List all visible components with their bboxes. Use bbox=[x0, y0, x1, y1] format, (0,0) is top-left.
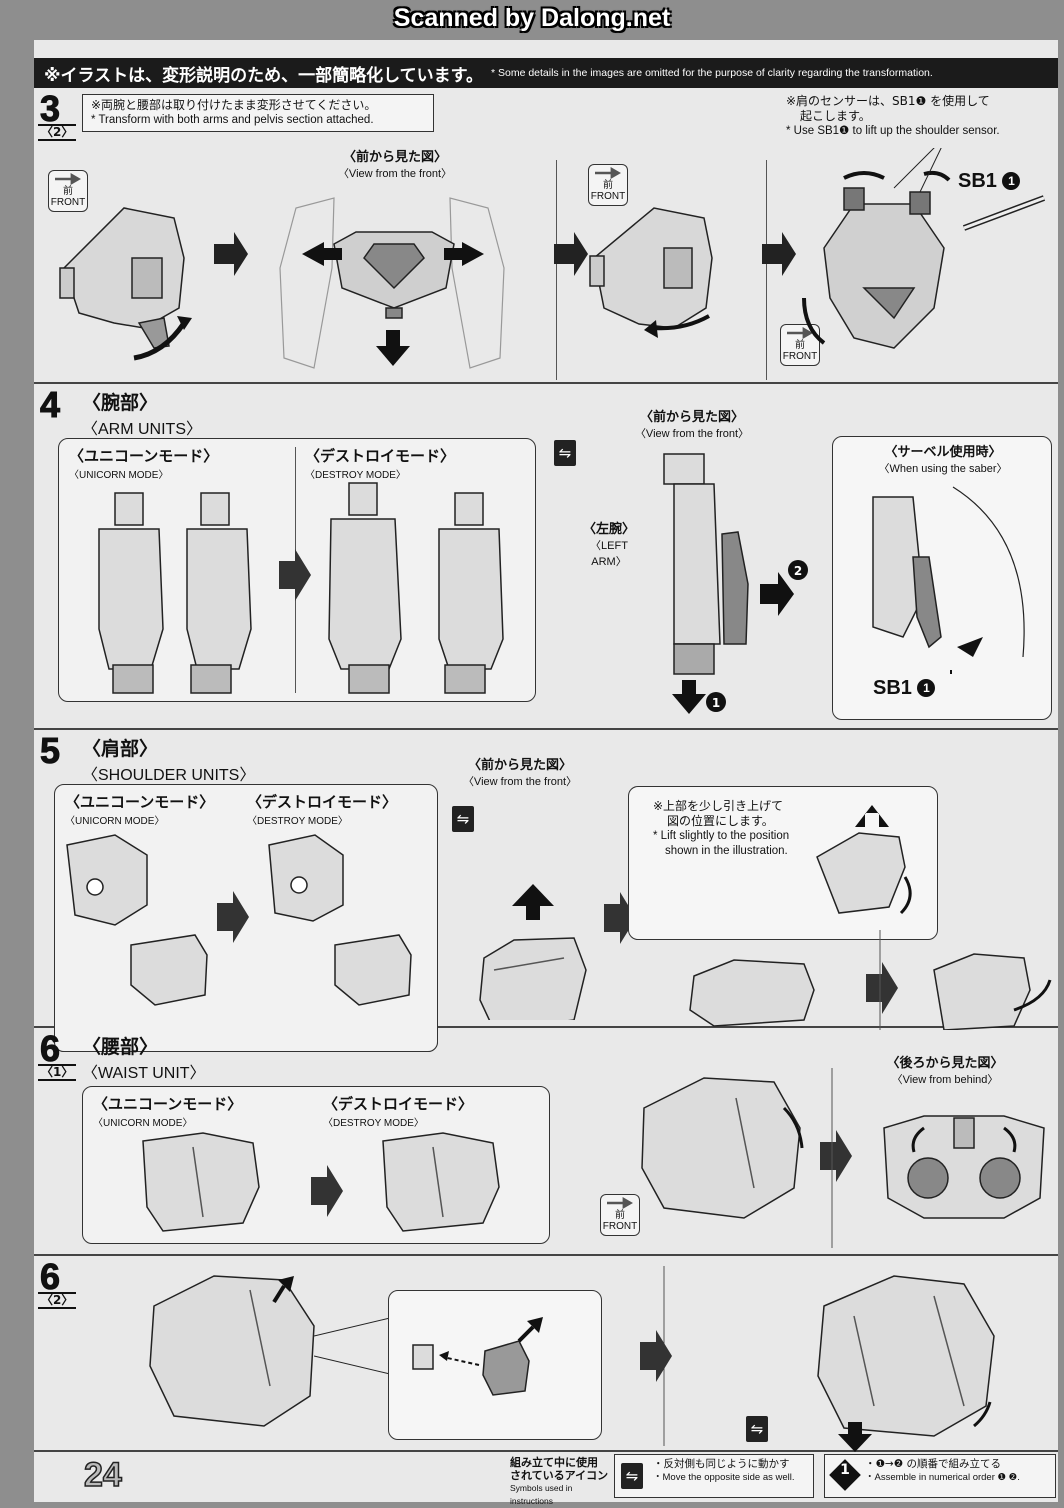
view-front-label: 〈前から見た図〉 〈View from the front〉 bbox=[330, 146, 460, 181]
step-6-1-waist-section: 6 〈1〉 〈腰部〉 〈WAIST UNIT〉 〈ユニコーンモード〉 〈UNIC… bbox=[34, 1028, 1058, 1256]
saber-use-box: 〈サーベル使用時〉 〈When using the saber〉 SB1 1 bbox=[832, 436, 1052, 720]
step-divider bbox=[766, 160, 767, 380]
step-divider bbox=[556, 160, 557, 380]
lift-note-en1: * Lift slightly to the position bbox=[653, 830, 790, 842]
mirror-side-icon: ⇋ bbox=[621, 1463, 643, 1489]
lift-detail-illustration bbox=[816, 805, 912, 915]
shoulder-mode-comparison-box: 〈ユニコーンモード〉 〈UNICORN MODE〉 〈デストロイモード〉 〈DE… bbox=[54, 784, 438, 1052]
tool-sb1-label: SB1 1 bbox=[873, 677, 936, 700]
step-number: 6 bbox=[39, 1256, 61, 1297]
section-title-en: 〈ARM UNITS〉 bbox=[82, 421, 203, 438]
step-4-arm-section: 4 〈腕部〉 〈ARM UNITS〉 〈ユニコーンモード〉 〈UNICORN M… bbox=[34, 384, 1058, 730]
unicorn-mode-label: 〈ユニコーンモード〉 〈UNICORN MODE〉 bbox=[93, 1095, 243, 1129]
destroy-mode-label: 〈デストロイモード〉 〈DESTROY MODE〉 bbox=[323, 1095, 474, 1129]
svg-text:1: 1 bbox=[712, 696, 720, 710]
lift-note: ※上部を少し引き上げて 図の位置にします。 * Lift slightly to… bbox=[653, 799, 853, 859]
substep-number: 2 bbox=[53, 125, 62, 139]
mirror-side-icon: ⇋ bbox=[746, 1416, 768, 1442]
waist-transform-illustration bbox=[641, 1068, 1045, 1248]
substep-number: 2 bbox=[53, 1293, 62, 1307]
lift-note-jp1: ※上部を少し引き上げて bbox=[653, 799, 784, 813]
sensor-note-jp1: ※肩のセンサーは、SB1❶ を使用して bbox=[786, 94, 990, 108]
arm-units-illustration bbox=[98, 482, 504, 694]
step-substep: 〈2〉 bbox=[38, 1292, 77, 1309]
tool-sb1-label: SB1 1 bbox=[958, 170, 1021, 193]
waist-units-illustration bbox=[142, 1132, 500, 1232]
waist-part-detail-illustration bbox=[412, 1317, 543, 1396]
order-diamond-number: 1 bbox=[840, 1462, 850, 1478]
shoulder-units-illustration bbox=[66, 834, 412, 1006]
destroy-mode-label: 〈デストロイモード〉 〈DESTROY MODE〉 bbox=[305, 447, 456, 481]
legend-mirror-en: ・Move the opposite side as well. bbox=[653, 1472, 795, 1483]
legend-mirror: ⇋ ・反対側も同じように動かす ・Move the opposite side … bbox=[614, 1454, 814, 1498]
step-number: 3 bbox=[39, 88, 61, 129]
manual-page: ※イラストは、変形説明のため、一部簡略化しています。 * Some detail… bbox=[34, 40, 1058, 1506]
view-front-label: 〈前から見た図〉 〈View from the front〉 bbox=[462, 758, 578, 788]
waist-mode-comparison-box: 〈ユニコーンモード〉 〈UNICORN MODE〉 〈デストロイモード〉 〈DE… bbox=[82, 1086, 550, 1244]
attach-note-en: * Transform with both arms and pelvis se… bbox=[91, 114, 374, 126]
header-note-en: * Some details in the images are omitted… bbox=[490, 67, 933, 79]
section-title: 〈腰部〉 〈WAIST UNIT〉 bbox=[82, 1036, 206, 1082]
left-arm-label: 〈左腕〉 〈LEFT ARM〉 bbox=[582, 522, 635, 568]
callout-pointer bbox=[314, 1317, 391, 1375]
mirror-side-icon: ⇋ bbox=[452, 806, 474, 832]
left-arm-illustration: 2 1 bbox=[663, 453, 808, 714]
legend-mirror-jp: ・反対側も同じように動かす bbox=[653, 1458, 790, 1470]
attach-note: ※両腕と腰部は取り付けたまま変形させてください。 * Transform wit… bbox=[82, 94, 434, 132]
legend-order-jp: ・❶→❷ の順番で組み立てる bbox=[865, 1458, 1001, 1470]
step-6-2-section: 6 〈2〉 bbox=[34, 1256, 1058, 1452]
mirror-side-icon: ⇋ bbox=[554, 440, 576, 466]
waist-detail-illustration bbox=[149, 1275, 315, 1427]
view-front-jp: 〈前から見た図〉 bbox=[342, 150, 447, 165]
sensor-note: ※肩のセンサーは、SB1❶ を使用して 起こします。 * Use SB1❶ to… bbox=[786, 94, 1056, 139]
step-number: 4 bbox=[39, 384, 61, 425]
unicorn-mode-label: 〈ユニコーンモード〉 〈UNICORN MODE〉 bbox=[65, 793, 215, 827]
saber-use-illustration bbox=[872, 486, 1025, 677]
header-bar: ※イラストは、変形説明のため、一部簡略化しています。 * Some detail… bbox=[34, 58, 1058, 88]
legend-order-en: ・Assemble in numerical order ❶ ❷. bbox=[865, 1472, 1020, 1483]
shoulder-lift-result-illustration bbox=[689, 930, 1052, 1030]
waist-final-illustration bbox=[640, 1266, 995, 1452]
lift-note-en2: shown in the illustration. bbox=[665, 845, 788, 857]
arm-mode-comparison-box: 〈ユニコーンモード〉 〈UNICORN MODE〉 〈デストロイモード〉 〈DE… bbox=[58, 438, 536, 702]
view-front-en: 〈View from the front〉 bbox=[337, 168, 453, 180]
lift-note-box: ※上部を少し引き上げて 図の位置にします。 * Lift slightly to… bbox=[628, 786, 938, 940]
step-number: 6 bbox=[39, 1028, 61, 1069]
saber-use-label: 〈サーベル使用時〉 〈When using the saber〉 bbox=[878, 445, 1008, 475]
step-5-shoulder-section: 5 〈肩部〉 〈SHOULDER UNITS〉 〈ユニコーンモード〉 〈UNIC… bbox=[34, 730, 1058, 1052]
page-number: 24 bbox=[83, 1455, 122, 1495]
sensor-note-jp2: 起こします。 bbox=[800, 109, 871, 123]
torso-transform-illustration bbox=[59, 148, 1046, 369]
section-title-jp: 〈腕部〉 bbox=[82, 392, 159, 414]
view-front-label: 〈前から見た図〉 〈View from the front〉 bbox=[634, 410, 750, 440]
view-behind-label: 〈後ろから見た図〉 〈View from behind〉 bbox=[886, 1056, 1004, 1086]
icon-legend-title: 組み立て中に使用 されているアイコン Symbols used in instr… bbox=[510, 1456, 609, 1506]
waist-detail-callout bbox=[388, 1290, 602, 1440]
step-substep: 〈1〉 bbox=[38, 1064, 77, 1081]
sensor-note-en: * Use SB1❶ to lift up the shoulder senso… bbox=[786, 125, 1000, 137]
step-3-2-section: 3 〈2〉 ※両腕と腰部は取り付けたまま変形させてください。 * Transfo… bbox=[34, 88, 1058, 384]
step-number: 5 bbox=[39, 730, 61, 771]
shoulder-front-illustration bbox=[479, 884, 636, 1020]
attach-note-jp: ※両腕と腰部は取り付けたまま変形させてください。 bbox=[91, 98, 377, 112]
page-footer: 24 組み立て中に使用 されているアイコン Symbols used in in… bbox=[34, 1452, 1058, 1506]
destroy-mode-label: 〈デストロイモード〉 〈DESTROY MODE〉 bbox=[247, 793, 398, 827]
lift-note-jp2: 図の位置にします。 bbox=[667, 814, 774, 828]
substep-number: 1 bbox=[53, 1065, 62, 1079]
scanner-watermark: Scanned by Dalong.net bbox=[393, 4, 671, 32]
section-title: 〈腕部〉 〈ARM UNITS〉 bbox=[82, 388, 202, 439]
legend-order: 1 ・❶→❷ の順番で組み立てる ・Assemble in numerical … bbox=[824, 1454, 1056, 1498]
header-note-jp: ※イラストは、変形説明のため、一部簡略化しています。 bbox=[44, 65, 483, 86]
unicorn-mode-label: 〈ユニコーンモード〉 〈UNICORN MODE〉 bbox=[69, 447, 219, 481]
section-title: 〈肩部〉 〈SHOULDER UNITS〉 bbox=[82, 738, 256, 784]
svg-text:2: 2 bbox=[794, 564, 802, 578]
step-substep: 〈2〉 bbox=[38, 124, 77, 141]
